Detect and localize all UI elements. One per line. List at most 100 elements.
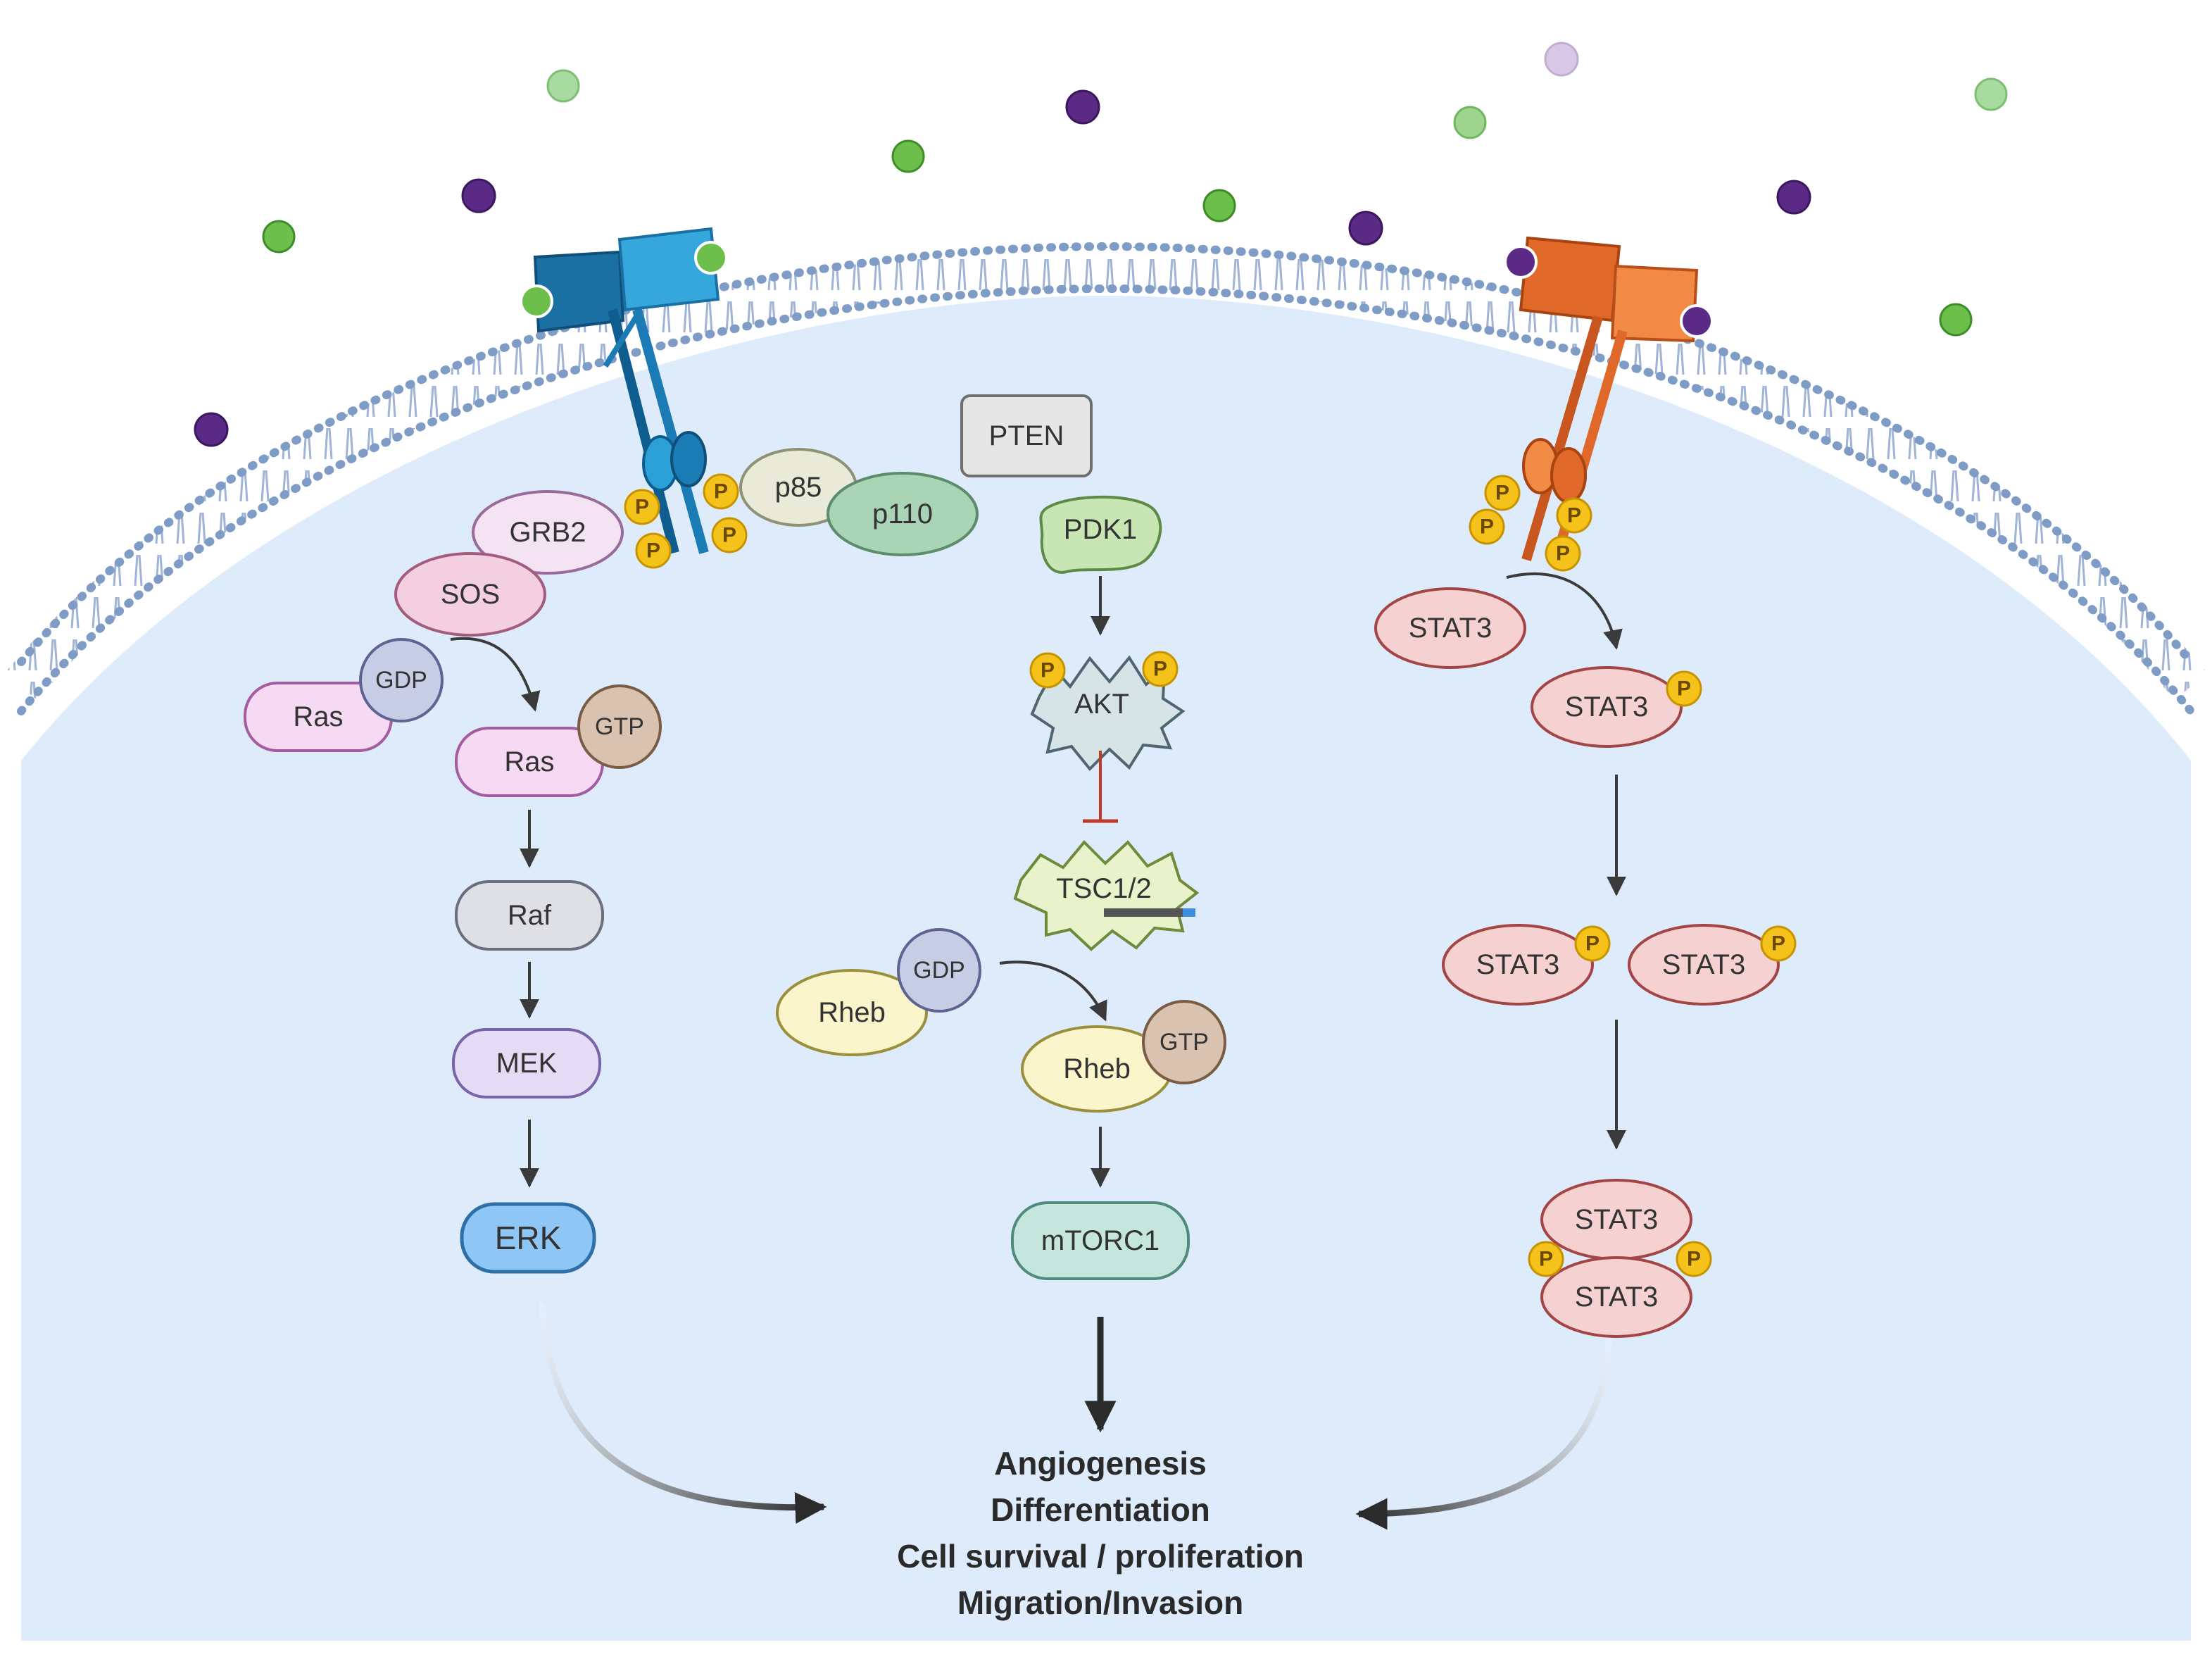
- phospho-group: P: [1574, 925, 1611, 962]
- gdp-ras-node: [359, 638, 444, 722]
- phospho-label: P: [1480, 515, 1494, 539]
- p85-label: p85: [775, 472, 822, 503]
- phospho-label: P: [1153, 658, 1167, 681]
- ligand-purple: [1776, 180, 1811, 215]
- ligand-green: [546, 69, 580, 103]
- arrow-ras-exchange: [450, 637, 541, 712]
- erk-node: ERK: [460, 1202, 596, 1274]
- ras-gtp-complex: Ras GTP: [455, 684, 662, 797]
- stat3-dimer-top-label: STAT3: [1575, 1204, 1659, 1235]
- grb2-label: GRB2: [510, 517, 586, 548]
- tsc-scale-bar-end: [1183, 908, 1195, 917]
- phospho-label: P: [1687, 1248, 1701, 1271]
- akt-label: AKT: [1074, 689, 1129, 720]
- phospho-group: P: [1556, 497, 1592, 534]
- grb2-node: GRB2: [472, 490, 624, 575]
- gtp-ras-label: GTP: [595, 713, 644, 740]
- phospho-label: P: [646, 539, 660, 563]
- inhibition-akt-tsc: [1083, 751, 1118, 823]
- phospho-group: P: [1676, 1241, 1712, 1277]
- p110-node: p110: [827, 472, 979, 556]
- phospho-group: P: [1142, 651, 1179, 687]
- arrow-stat3-outcomes: [1355, 1337, 1613, 1530]
- ligand-purple: [1348, 211, 1383, 246]
- phospho-group: P: [624, 489, 660, 525]
- arrow-erk-outcomes: [539, 1302, 827, 1524]
- phospho-group: P: [1528, 1241, 1564, 1277]
- tsc-label: TSC1/2: [1056, 873, 1152, 904]
- gdp-ras-label: GDP: [375, 667, 427, 694]
- outcome-migration-invasion: Migration/Invasion: [957, 1584, 1243, 1621]
- ligand-green: [891, 139, 925, 173]
- tsc-node: TSC1/2: [1013, 840, 1200, 951]
- phospho-label: P: [1539, 1248, 1553, 1271]
- gdp-rheb-label: GDP: [913, 957, 965, 984]
- gtp-rheb-label: GTP: [1160, 1029, 1209, 1056]
- cellular-outcomes: Angiogenesis Differentiation Cell surviv…: [897, 1445, 1304, 1621]
- outcome-differentiation: Differentiation: [991, 1491, 1210, 1528]
- ligand-green: [1202, 189, 1236, 223]
- phospho-label: P: [1556, 542, 1570, 565]
- pdk1-label: PDK1: [1064, 514, 1138, 545]
- stat3-d-label: STAT3: [1662, 949, 1746, 980]
- phospho-group: P: [711, 517, 748, 553]
- stat3-node: STAT3: [1374, 587, 1526, 669]
- arrow-stat3-phosphorylation: [1506, 572, 1623, 650]
- phospho-label: P: [635, 496, 649, 519]
- stat3-dimer-bottom-label: STAT3: [1575, 1282, 1659, 1313]
- phospho-label: P: [1041, 659, 1055, 682]
- stat3-dimer: STAT3 STAT3: [1540, 1179, 1692, 1338]
- tsc-scale-bar: [1104, 908, 1195, 917]
- ras-inactive-label: Ras: [293, 701, 343, 732]
- phospho-group: P: [1484, 475, 1521, 511]
- pten-label: PTEN: [989, 420, 1064, 451]
- phospho-label: P: [1567, 504, 1581, 527]
- sos-node: SOS: [394, 552, 546, 637]
- arrow-rheb-exchange: [999, 960, 1107, 1022]
- phospho-group: P: [703, 473, 739, 510]
- ligand-green: [1974, 77, 2008, 111]
- ras-active-label: Ras: [504, 746, 554, 777]
- ligand-green: [1939, 303, 1973, 337]
- sos-label: SOS: [441, 579, 500, 610]
- stat3-phospho-node: STAT3: [1442, 924, 1594, 1006]
- gtp-rheb-node: [1142, 1000, 1226, 1084]
- phospho-label: P: [1771, 932, 1785, 956]
- ligand-purple: [1544, 42, 1579, 77]
- phospho-group: P: [1666, 670, 1702, 707]
- extracellular-ligands: [194, 42, 2008, 447]
- phospho-group: P: [1760, 925, 1797, 962]
- phospho-group: P: [1469, 508, 1505, 545]
- ligand-purple: [1065, 89, 1100, 125]
- stat3-phospho-node: STAT3: [1628, 924, 1780, 1006]
- gtp-ras-node: [577, 684, 662, 769]
- rheb-active-label: Rheb: [1063, 1053, 1131, 1084]
- ras-gdp-complex: Ras GDP: [244, 638, 444, 752]
- outcome-survival-proliferation: Cell survival / proliferation: [897, 1538, 1304, 1575]
- p110-label: p110: [872, 499, 933, 530]
- phospho-group: P: [1545, 535, 1581, 572]
- cytokine-receptor-orange: [1504, 236, 1714, 561]
- rheb-inactive-node: [776, 969, 928, 1056]
- stat3-b-label: STAT3: [1565, 691, 1649, 722]
- gdp-rheb-node: [897, 928, 981, 1013]
- phospho-label: P: [1585, 932, 1600, 956]
- ligand-green: [1453, 106, 1487, 139]
- stat3-c-label: STAT3: [1476, 949, 1560, 980]
- raf-label: Raf: [508, 900, 552, 931]
- stat3-a-label: STAT3: [1409, 613, 1493, 644]
- ligand-purple: [461, 178, 496, 213]
- stat3-dimer-bottom-node: [1540, 1256, 1692, 1338]
- outcome-angiogenesis: Angiogenesis: [994, 1445, 1207, 1482]
- cell-membrane: [4, 242, 2208, 715]
- phospho-label: P: [1677, 677, 1691, 701]
- pdk1-node: PDK1: [1039, 495, 1162, 574]
- phospho-label: P: [722, 524, 736, 547]
- akt-node: AKT: [1030, 655, 1186, 771]
- mek-label: MEK: [496, 1048, 558, 1079]
- rheb-gdp-complex: Rheb GDP: [776, 928, 981, 1056]
- ligand-purple: [194, 412, 229, 447]
- pten-node: PTEN: [960, 394, 1093, 477]
